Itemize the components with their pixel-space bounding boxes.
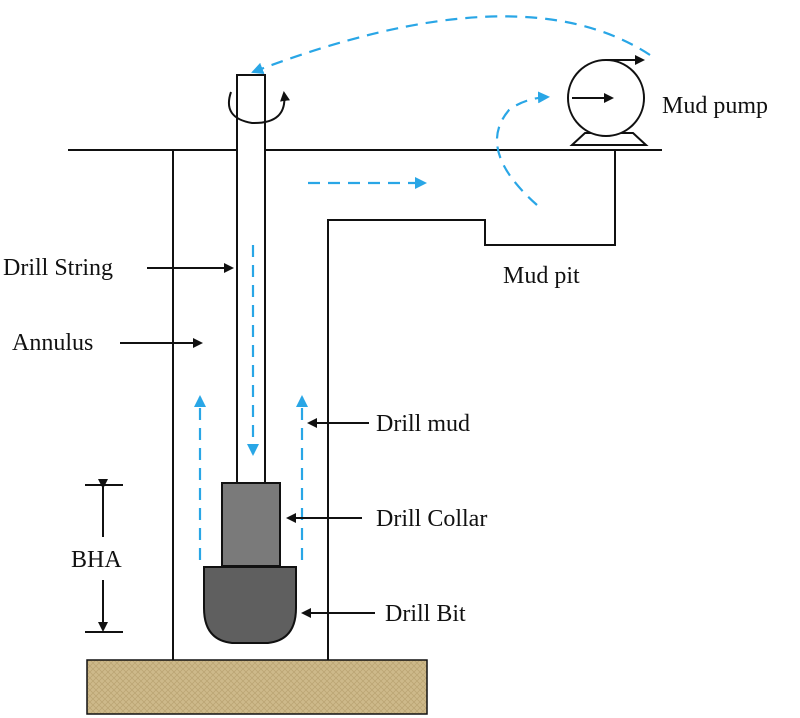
wellbore-right-wall-and-mud-pit bbox=[327, 150, 616, 660]
flow-arrow-pit-to-pump bbox=[495, 91, 550, 206]
drill-bit-label: Drill Bit bbox=[385, 601, 466, 627]
drill-collar-label: Drill Collar bbox=[376, 506, 487, 532]
bha-dimension bbox=[85, 479, 123, 633]
drill-string bbox=[236, 74, 266, 484]
drill-mud-label: Drill mud bbox=[376, 411, 470, 437]
ground-base bbox=[86, 659, 428, 715]
annulus-label: Annulus bbox=[12, 330, 93, 356]
mud-pump bbox=[567, 55, 649, 146]
drill-collar bbox=[221, 482, 281, 567]
mud-pit-label: Mud pit bbox=[503, 263, 580, 289]
flow-arrow-pump-to-string bbox=[251, 15, 651, 75]
drill-bit bbox=[203, 566, 297, 644]
rotation-arrow bbox=[227, 91, 290, 125]
bha-label: BHA bbox=[71, 547, 122, 573]
drill-string-label: Drill String bbox=[3, 255, 113, 281]
mud-pump-label: Mud pump bbox=[662, 93, 768, 119]
